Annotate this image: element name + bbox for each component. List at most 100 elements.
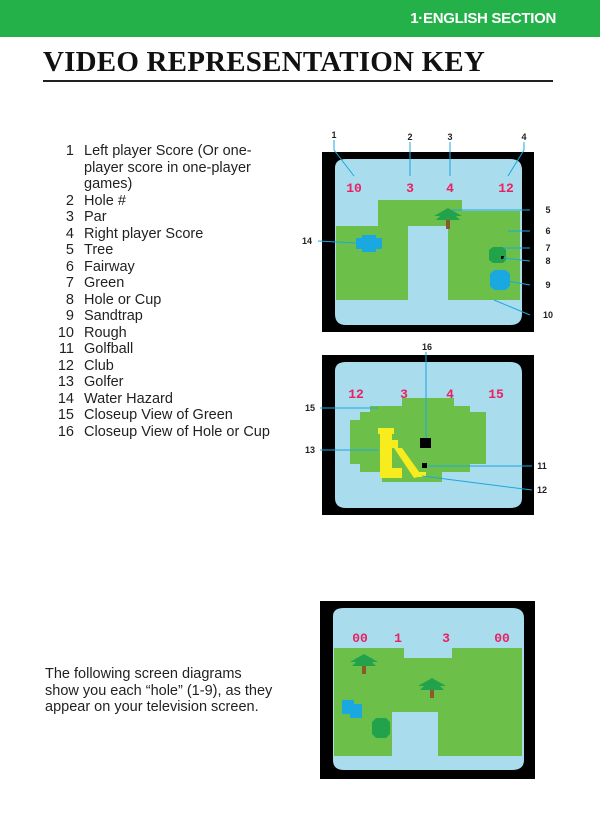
par-number: 4 [446, 181, 454, 196]
tree-icon [418, 678, 446, 698]
course-screen-diagram: 10 3 4 12 1 2 3 4 5 6 7 8 9 10 14 [302, 130, 553, 332]
key-item: 7 Green [44, 275, 274, 292]
key-number: 4 [65, 225, 74, 242]
key-item: 15 Closeup View of Green [44, 407, 274, 424]
callout-number: 2 [407, 132, 412, 142]
key-number: 6 [65, 258, 74, 275]
fairway [336, 200, 520, 300]
water-hazard [356, 235, 382, 252]
key-text: Rough [84, 324, 127, 341]
key-text: Par [84, 209, 107, 225]
callout-number: 11 [537, 461, 547, 471]
key-text: Fairway [84, 258, 135, 275]
key-item: 6 Fairway [44, 259, 274, 276]
key-text: Left player Score (Or one-player score i… [84, 143, 252, 192]
key-text: Water Hazard [84, 390, 173, 407]
section-label: 1·ENGLISH SECTION [410, 10, 556, 27]
callout-number: 15 [305, 403, 315, 413]
key-item: 5 Tree [44, 242, 274, 259]
green-patch [489, 247, 506, 263]
callout-number: 8 [545, 256, 550, 266]
key-item: 12 Club [44, 358, 274, 375]
hole-number: 3 [400, 387, 408, 402]
key-text: Tree [84, 242, 114, 258]
tree-icon [434, 208, 462, 229]
callout-number: 16 [422, 342, 432, 352]
tree-icon [350, 654, 378, 674]
hole-cup [420, 438, 431, 448]
callout-number: 14 [302, 236, 312, 246]
callout-number: 5 [545, 205, 550, 215]
callout-number: 4 [521, 132, 526, 142]
par-number: 3 [442, 631, 450, 646]
callout-number: 1 [331, 130, 336, 140]
key-item: 2 Hole # [44, 193, 274, 210]
key-item: 3 Par [44, 209, 274, 226]
score-right: 12 [498, 181, 514, 196]
callout-number: 10 [543, 310, 553, 320]
key-text: Golfball [84, 341, 134, 357]
key-number: 8 [65, 291, 74, 308]
key-item: 11 Golfball [44, 341, 274, 358]
intro-paragraph: The following screen diagrams show you e… [45, 666, 273, 715]
key-number: 14 [57, 390, 74, 407]
key-item: 13 Golfer [44, 374, 274, 391]
key-item: 4 Right player Score [44, 226, 274, 243]
par-number: 4 [446, 387, 454, 402]
water-hazard [342, 700, 362, 718]
key-item: 1 Left player Score (Or one-player score … [44, 143, 274, 193]
score-right: 15 [488, 387, 504, 402]
key-number: 16 [57, 423, 74, 440]
callout-number: 9 [545, 280, 550, 290]
key-item: 16 Closeup View of Hole or Cup [44, 424, 274, 441]
key-number: 15 [57, 407, 74, 423]
callout-number: 13 [305, 445, 315, 455]
page-title: VIDEO REPRESENTATION KEY [43, 46, 486, 78]
closeup-screen-diagram: 12 3 4 15 16 15 13 11 12 [305, 342, 547, 515]
callout-lines [320, 352, 533, 491]
callout-number: 12 [537, 485, 547, 495]
key-number: 9 [65, 308, 74, 324]
key-item: 8 Hole or Cup [44, 292, 274, 309]
key-number: 2 [65, 192, 74, 209]
sandtrap [490, 270, 510, 290]
key-number: 3 [65, 209, 74, 225]
callout-number: 7 [545, 243, 550, 253]
hole-number: 1 [394, 631, 402, 646]
golf-ball [422, 463, 427, 468]
callout-number: 6 [545, 226, 550, 236]
hole-number: 3 [406, 181, 414, 196]
key-text: Right player Score [84, 225, 204, 242]
score-left: 10 [346, 181, 362, 196]
key-item: 14 Water Hazard [44, 391, 274, 408]
key-item: 9 Sandtrap [44, 308, 274, 325]
key-number: 1 [65, 143, 74, 159]
key-number: 13 [57, 374, 74, 390]
key-text: Closeup View of Green [84, 407, 233, 423]
green-patch [372, 718, 390, 738]
key-number: 11 [58, 341, 74, 357]
key-number: 12 [57, 357, 74, 374]
key-text: Club [84, 357, 114, 374]
key-text: Golfer [84, 374, 124, 390]
key-text: Hole or Cup [84, 291, 162, 308]
golfer-icon [378, 428, 422, 478]
callout-number: 3 [447, 132, 452, 142]
key-text: Hole # [84, 192, 126, 209]
key-text: Sandtrap [84, 308, 143, 324]
video-key-list: 1 Left player Score (Or one-player score … [44, 143, 274, 440]
score-left: 00 [352, 631, 368, 646]
score-left: 12 [348, 387, 364, 402]
section-header-bar: 1·ENGLISH SECTION [0, 0, 600, 37]
key-text: Closeup View of Hole or Cup [84, 423, 270, 440]
title-divider [43, 80, 553, 82]
callout-lines [317, 140, 531, 316]
score-right: 00 [494, 631, 510, 646]
hole-cup [501, 256, 504, 259]
hole-1-screen-diagram: 00 1 3 00 [320, 601, 535, 779]
closeup-green [350, 398, 486, 482]
key-number: 7 [65, 275, 74, 291]
key-number: 5 [65, 242, 74, 258]
key-text: Green [84, 275, 125, 291]
